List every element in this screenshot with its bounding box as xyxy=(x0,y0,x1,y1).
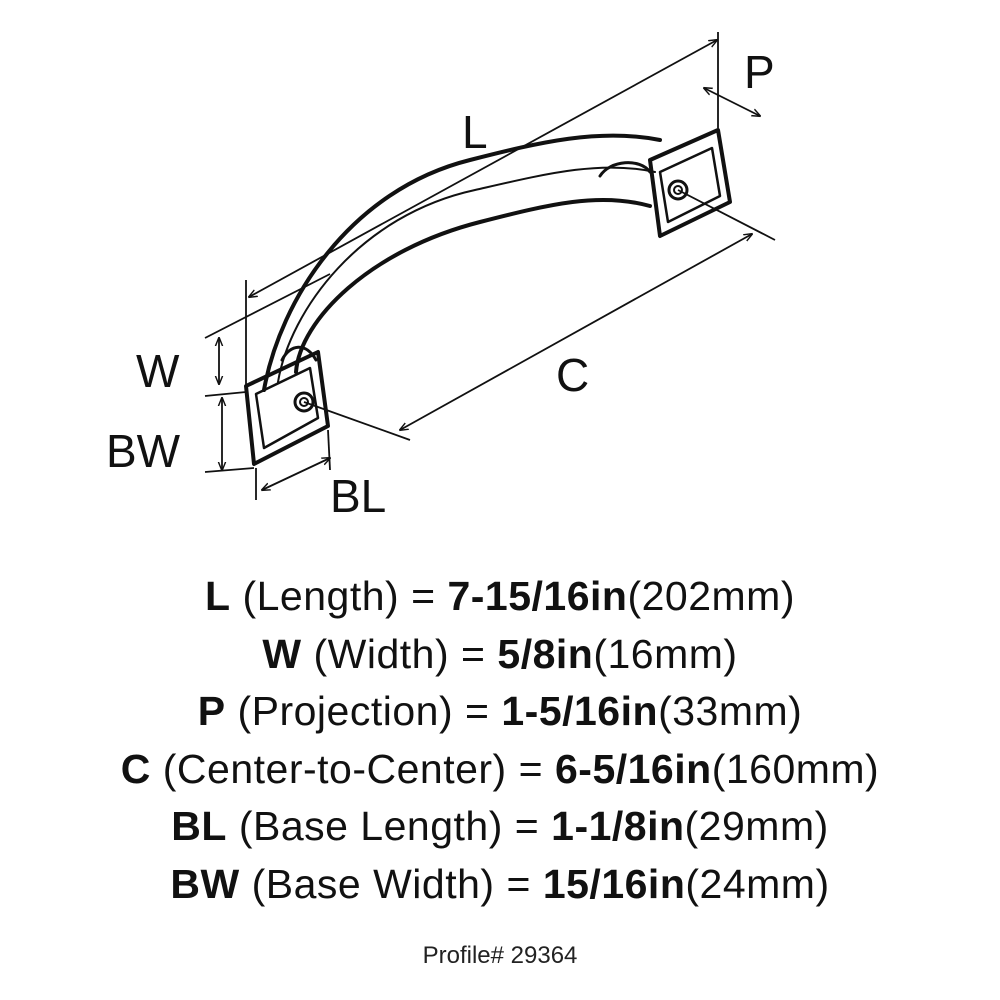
spec-imperial-value: 7-15/16in xyxy=(447,573,628,619)
spec-imperial-value: 5/8in xyxy=(497,630,594,677)
spec-imperial-value: 6-5/16in xyxy=(554,745,712,792)
spec-line: W (Width) = 5/8in(16mm) xyxy=(0,626,1000,684)
label-bl: BL xyxy=(330,470,386,522)
spec-name: (Projection) xyxy=(237,688,454,735)
spec-name: (Center-to-Center) xyxy=(162,745,507,792)
spec-name: (Width) xyxy=(313,630,450,677)
spec-line: BL (Base Length) = 1-1/8in(29mm) xyxy=(0,798,1000,856)
spec-equals: = xyxy=(514,803,540,850)
spec-line: BW (Base Width) = 15/16in(24mm) xyxy=(0,856,1000,914)
spec-imperial-value: 1-1/8in xyxy=(551,803,685,850)
dimension-line-p xyxy=(704,88,760,116)
spec-line: L (Length) = 7-15/16in(202mm) xyxy=(0,568,1000,626)
spec-code: BL xyxy=(171,803,227,850)
spec-metric-value: (202mm) xyxy=(627,573,795,619)
spec-equals: = xyxy=(518,745,544,792)
label-l: L xyxy=(462,106,488,158)
label-c: C xyxy=(556,349,589,401)
spec-metric-value: (24mm) xyxy=(685,860,830,907)
spec-code: W xyxy=(262,630,302,677)
dimension-line-c xyxy=(400,234,752,430)
label-w: W xyxy=(136,345,180,397)
handle-grip-inner xyxy=(294,197,652,374)
spec-metric-value: (29mm) xyxy=(684,803,829,850)
spec-equals: = xyxy=(411,573,436,619)
spec-code: BW xyxy=(170,860,240,907)
spec-metric-value: (160mm) xyxy=(711,745,880,792)
label-p: P xyxy=(744,46,775,98)
spec-line: P (Projection) = 1-5/16in(33mm) xyxy=(0,683,1000,741)
spec-imperial-value: 15/16in xyxy=(542,860,686,907)
left-screw-icon xyxy=(293,391,315,413)
spec-metric-value: (16mm) xyxy=(593,630,738,677)
spec-name: (Length) xyxy=(242,573,400,619)
spec-code: L xyxy=(205,573,231,619)
spec-name: (Base Length) xyxy=(238,803,503,850)
dimension-line-bl xyxy=(262,458,330,490)
spec-imperial-value: 1-5/16in xyxy=(501,688,659,735)
spec-name: (Base Width) xyxy=(251,860,495,907)
spec-equals: = xyxy=(465,688,490,735)
handle-dimension-diagram: L P W BW C BL xyxy=(106,32,776,522)
dimension-line-l xyxy=(249,40,717,297)
left-base-plate xyxy=(244,350,330,466)
label-bw: BW xyxy=(106,425,181,477)
spec-equals: = xyxy=(461,630,486,677)
spec-equals: = xyxy=(506,860,531,907)
profile-number: Profile# 29364 xyxy=(422,942,578,969)
spec-metric-value: (33mm) xyxy=(658,688,803,735)
spec-line: C (Center-to-Center) = 6-5/16in(160mm) xyxy=(0,741,1000,799)
spec-code: C xyxy=(120,745,151,792)
dimension-spec-list: L (Length) = 7-15/16in(202mm)W (Width) =… xyxy=(0,568,1000,914)
cabinet-pull-handle xyxy=(244,128,732,466)
spec-code: P xyxy=(197,688,226,735)
